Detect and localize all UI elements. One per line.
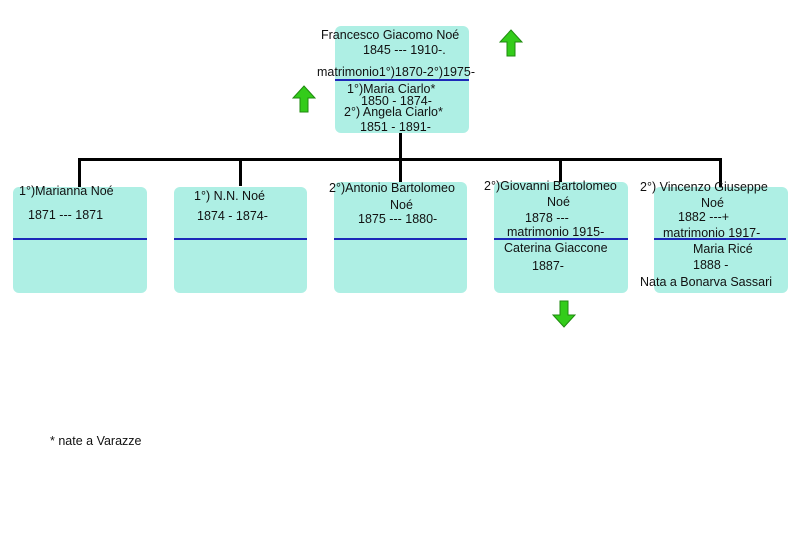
child-5-marriage: matrimonio 1917- [663, 226, 761, 240]
child-4-spouse: Caterina Giaccone [504, 241, 608, 255]
parent-rule [335, 79, 469, 81]
parent-name: Francesco Giacomo Noé [321, 28, 460, 42]
parent-spouse2: 2°) Angela Ciarlo* [344, 105, 443, 119]
child-5-name2: Noé [701, 196, 724, 210]
child-4-name2: Noé [547, 195, 570, 209]
child-5-spouse: Maria Ricé [693, 242, 753, 256]
connector-child-4 [559, 158, 562, 182]
parent-spouse1-dates: 1850 - 1874- [361, 94, 432, 108]
child-5-name: 2°) Vincenzo Giuseppe [640, 180, 768, 194]
arrow-up-icon[interactable] [292, 85, 316, 113]
child-3-name: 2°)Antonio Bartolomeo [329, 181, 455, 195]
child-2-dates: 1874 - 1874- [197, 209, 268, 223]
connector-child-3 [399, 158, 402, 182]
parent-marriage: matrimonio1°)1870-2°)1975- [317, 65, 475, 79]
child-box-4 [494, 182, 628, 293]
child-4-dates: 1878 --- [525, 211, 569, 225]
child-3-dates: 1875 --- 1880- [358, 212, 438, 226]
parent-spouse2-dates: 1851 - 1891- [360, 120, 431, 134]
child-4-marriage: matrimonio 1915- [507, 225, 605, 239]
child-2-name: 1°) N.N. Noé [194, 189, 265, 203]
connector-child-2 [239, 158, 242, 186]
child-1-name: 1°)Marianna Noé [19, 184, 114, 198]
child-box-3 [334, 182, 467, 293]
child-box-1 [13, 187, 147, 293]
child-rule-2 [174, 238, 307, 240]
child-box-5 [654, 187, 788, 293]
child-4-name: 2°)Giovanni Bartolomeo [484, 179, 617, 193]
arrow-down-icon[interactable] [552, 300, 576, 328]
child-5-spouse-dates: 1888 - [693, 258, 729, 272]
child-box-2 [174, 187, 307, 293]
child-rule-5 [654, 238, 786, 240]
child-rule-1 [13, 238, 147, 240]
footnote: * nate a Varazze [50, 434, 142, 448]
child-rule-3 [334, 238, 467, 240]
child-rule-4 [494, 238, 628, 240]
arrow-up-icon[interactable] [499, 29, 523, 57]
child-5-dates: 1882 ---+ [678, 210, 730, 224]
child-3-name2: Noé [390, 198, 413, 212]
connector-vertical-parent [399, 132, 402, 160]
child-5-note: Nata a Bonarva Sassari [640, 275, 773, 289]
parent-spouse1: 1°)Maria Ciarlo* [347, 82, 436, 96]
connector-child-1 [78, 158, 81, 188]
child-1-dates: 1871 --- 1871 [28, 208, 104, 222]
connector-child-5 [719, 158, 722, 188]
child-4-spouse-dates: 1887- [532, 259, 564, 273]
parent-dates: 1845 --- 1910-. [363, 43, 446, 57]
